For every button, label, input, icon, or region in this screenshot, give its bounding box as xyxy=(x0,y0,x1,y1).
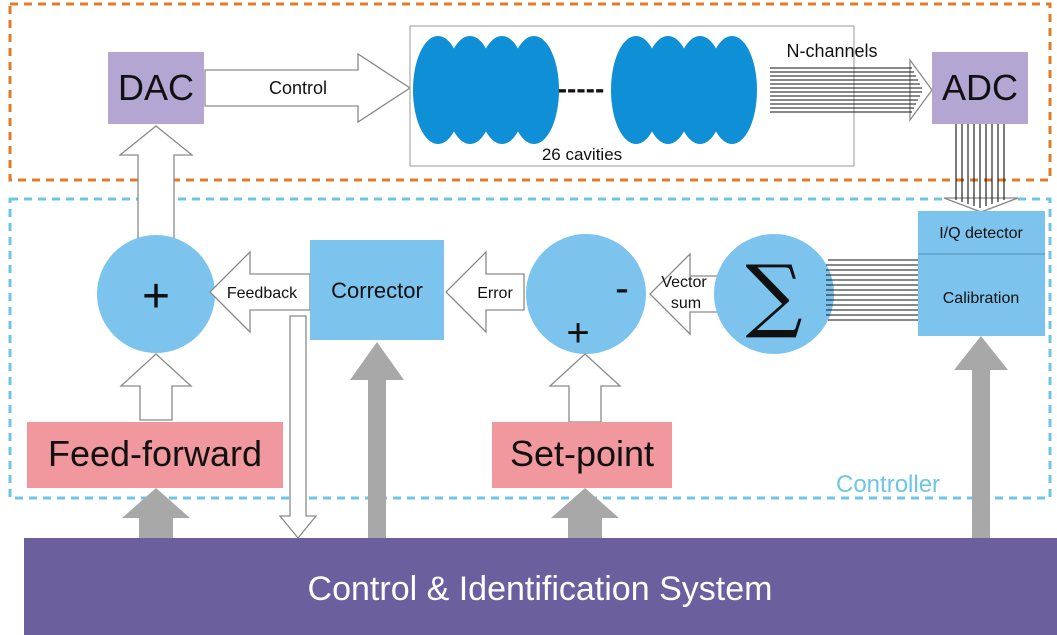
control-identification-system-label: Control & Identification System xyxy=(308,570,773,608)
feed-forward-block xyxy=(27,422,283,488)
sum-node-sign: + xyxy=(142,270,170,323)
vector-sum-arrow xyxy=(649,252,725,336)
feed-forward-label: Feed-forward xyxy=(48,433,262,474)
set-point-label: Set-point xyxy=(510,433,654,474)
set-point-to-difference-arrow xyxy=(548,353,622,423)
feedback-arrow xyxy=(209,250,311,334)
calibration-label: Calibration xyxy=(943,290,1019,307)
sigma-symbol: ∑ xyxy=(745,248,802,341)
sum-to-dac-arrow xyxy=(118,125,194,241)
cavities-gap-dashes: ----- xyxy=(558,73,605,104)
feedback-tap-arrow xyxy=(278,315,318,540)
sum-node xyxy=(97,235,215,353)
control-label: Control xyxy=(269,78,327,98)
cavity-group-right xyxy=(611,36,757,144)
cavities-caption: 26 cavities xyxy=(542,145,622,164)
system-to-set-point-arrow xyxy=(551,488,619,540)
difference-plus-sign: + xyxy=(566,311,589,355)
controller-region-border xyxy=(8,197,1052,500)
vector-sum-label-line2: sum xyxy=(671,295,701,312)
controller-region-label: Controller xyxy=(836,471,940,498)
adc-to-iq-bus xyxy=(943,124,1019,213)
sigma-node xyxy=(714,234,834,354)
error-label: Error xyxy=(477,285,513,302)
calibration-to-sigma-bus xyxy=(826,259,918,321)
system-to-corrector-arrow xyxy=(350,342,404,540)
adc-block xyxy=(932,52,1028,124)
difference-minus-sign: - xyxy=(615,264,629,311)
corrector-block xyxy=(310,240,444,340)
dac-label: DAC xyxy=(118,67,194,108)
feedback-label: Feedback xyxy=(227,285,298,302)
cavity-cell xyxy=(707,36,757,144)
control-arrow xyxy=(204,52,412,124)
system-to-calibration-arrow xyxy=(954,336,1008,540)
iq-detector-label: I/Q detector xyxy=(939,225,1023,242)
cavity-group-left xyxy=(413,36,559,144)
control-identification-system-block xyxy=(24,538,1057,635)
difference-node xyxy=(526,234,646,354)
n-channels-label: N-channels xyxy=(786,41,877,61)
corrector-label: Corrector xyxy=(331,278,423,303)
error-arrow xyxy=(445,250,525,334)
iq-calibration-block xyxy=(918,211,1045,336)
feed-forward-to-sum-arrow xyxy=(119,353,193,421)
set-point-block xyxy=(492,422,672,488)
dac-block xyxy=(108,52,204,124)
vector-sum-label-line1: Vector xyxy=(661,274,707,291)
cavity-cell xyxy=(509,36,559,144)
n-channels-bus xyxy=(770,58,933,122)
adc-label: ADC xyxy=(942,67,1018,108)
system-to-feed-forward-arrow xyxy=(122,488,190,540)
plant-region-border xyxy=(8,2,1052,182)
